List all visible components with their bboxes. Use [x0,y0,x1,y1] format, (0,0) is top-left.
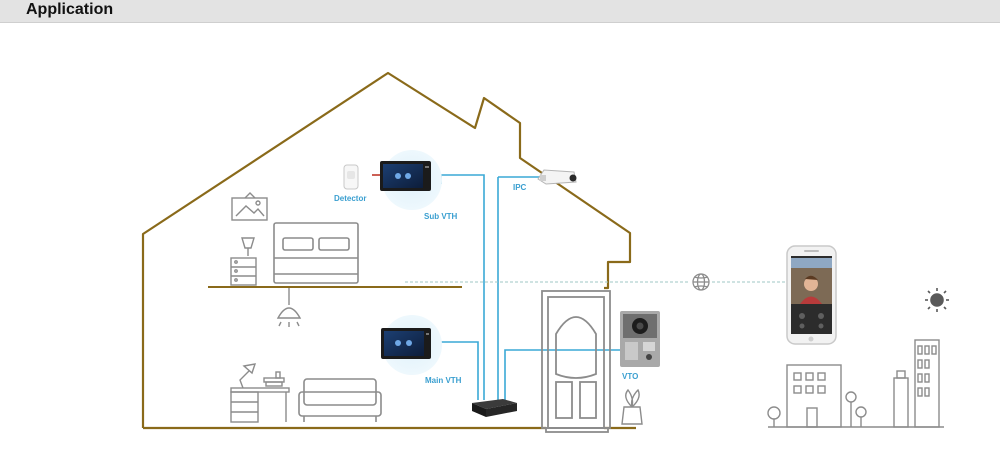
internet-globe-icon [692,273,710,291]
page-title: Application [26,1,114,18]
detector-icon [343,164,359,190]
desk-icon [230,363,290,423]
sub-vth-label: Sub VTH [424,212,458,221]
detector-label: Detector [334,194,366,203]
header-bar: Application [0,0,1000,23]
bed-icon [273,222,359,284]
cable-lines [372,174,790,400]
network-switch-icon [472,399,517,417]
plant-icon [621,388,643,425]
picture-frame-icon [231,192,268,221]
ipc-label: IPC [513,183,527,192]
nightstand-icon [230,237,257,286]
sofa-icon [298,378,382,422]
sub-vth-monitor-icon [380,161,431,191]
door-icon [541,290,611,433]
house-outline [141,71,632,428]
smartphone-icon [786,245,837,345]
ceiling-lamp-icon [276,288,302,327]
sun-icon [925,288,949,312]
ipc-camera-icon [537,169,577,185]
vto-label: VTO [622,372,638,381]
main-vth-label: Main VTH [425,376,462,385]
main-vth-monitor-icon [381,328,431,359]
city-buildings-icon [767,339,944,428]
vto-device-icon [620,311,660,367]
